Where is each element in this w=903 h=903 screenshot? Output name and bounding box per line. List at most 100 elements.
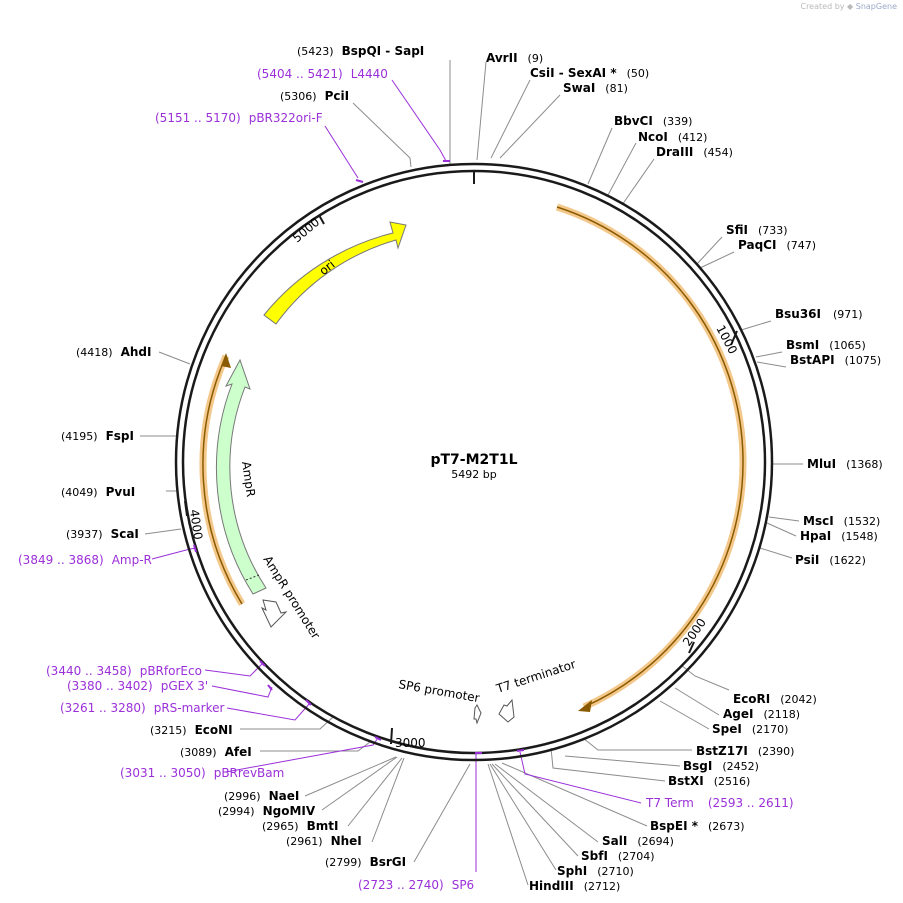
- attribution-prefix: Created by: [800, 2, 845, 11]
- leader-sfii: [696, 236, 723, 265]
- enzyme-ecori: EcoRI(2042): [733, 692, 817, 706]
- enzyme-spei: SpeI(2170): [712, 722, 788, 736]
- leader-ecori: [680, 664, 730, 691]
- leader-naei: [304, 756, 397, 797]
- enzyme-ngomiv: (2994)NgoMIV: [218, 804, 316, 818]
- ampr-label: AmpR: [239, 460, 258, 497]
- orf-arc-large-arrowhead: [578, 700, 592, 712]
- leader-ahdi: [158, 351, 191, 365]
- orf-arc-large: [555, 203, 747, 711]
- primer-pbrforeco: (3440 .. 3458)pBRforEco: [46, 664, 202, 678]
- primer-marks: [193, 160, 525, 754]
- leader-bstapi: [756, 361, 787, 368]
- enzyme-msci: MscI(1532): [803, 514, 880, 528]
- leader-hindiii: [487, 763, 529, 886]
- leader-l4440: [391, 79, 447, 162]
- leader-bspei: [501, 762, 648, 827]
- leader-lines: [140, 60, 803, 886]
- enzyme-bsgi: BsgI(2452): [683, 759, 759, 773]
- attribution: Created by ◆ SnapGene: [800, 2, 897, 11]
- enzyme-fspi: (4195)FspI: [61, 429, 134, 443]
- enzyme-ncoi: NcoI(412): [638, 130, 707, 144]
- enzyme-bmti: (2965)BmtI: [262, 819, 338, 833]
- enzyme-sali: SalI(2694): [602, 834, 674, 848]
- tick-label-4000: 4000: [187, 508, 205, 540]
- leader-swai: [499, 94, 561, 159]
- leader-pcii: [352, 102, 412, 168]
- enzyme-bspei: BspEI *(2673): [650, 819, 745, 833]
- primer-mark-t7term: [516, 749, 525, 752]
- leader-spei: [659, 700, 710, 730]
- leader-bbvci: [587, 127, 613, 185]
- enzyme-swai: SwaI(81): [563, 81, 628, 95]
- leader-sali: [494, 763, 599, 843]
- primer-mark-ampr-primer: [193, 544, 197, 553]
- leader-sbfi: [491, 763, 579, 857]
- leader-bsu36i: [740, 320, 772, 331]
- primer-ampr: (3849 .. 3868)Amp-R: [18, 553, 152, 567]
- enzyme-afei: (3089)AfeI: [180, 745, 252, 759]
- leader-bmti: [347, 757, 403, 827]
- ampr-promoter-feature: [260, 599, 288, 628]
- enzyme-bbvci: BbvCI(339): [614, 114, 692, 128]
- leader-bsmi: [755, 351, 783, 358]
- enzyme-avrii: AvrII(9): [486, 51, 543, 65]
- enzyme-hpai: HpaI(1548): [800, 529, 878, 543]
- enzyme-bspqi: (5423)BspQI - SapI: [297, 44, 424, 58]
- enzyme-naei: (2996)NaeI: [224, 789, 299, 803]
- enzyme-bsu36i: Bsu36I(971): [775, 307, 863, 321]
- leader-pgex3: [211, 685, 273, 698]
- enzyme-scai: (3937)ScaI: [66, 527, 139, 541]
- leader-hpai: [766, 522, 797, 537]
- primer-labels: (5404 .. 5421)L4440 (5151 .. 5170)pBR322…: [18, 67, 794, 892]
- primer-pbrrevbam: (3031 .. 3050)pBRrevBam: [120, 766, 284, 780]
- tick-1000: [730, 330, 738, 346]
- enzyme-psti: PsiI(1622): [795, 553, 866, 567]
- enzyme-bstz17i: BstZ17I(2390): [696, 744, 794, 758]
- leader-csii: [490, 79, 531, 159]
- sp6-promoter-feature: [473, 704, 482, 725]
- enzyme-sphi: SphI(2710): [557, 864, 634, 878]
- primer-mark-pbrforeco: [259, 660, 266, 667]
- orf-arc-ampr-arrowhead: [221, 353, 231, 368]
- plasmid-name: pT7-M2T1L: [430, 452, 517, 468]
- leader-ngomiv: [321, 756, 398, 811]
- ampr-promoter-label: AmpR promoter: [260, 553, 322, 641]
- leader-pbr322ori: [324, 125, 359, 179]
- snapgene-logo-icon: ◆: [847, 2, 854, 11]
- primer-l4440: (5404 .. 5421)L4440: [257, 67, 388, 81]
- primer-sp6: (2723 .. 2740)SP6: [358, 878, 474, 892]
- tick-2000: [688, 641, 695, 654]
- tick-label-3000: 3000: [395, 736, 426, 750]
- attribution-brand: SnapGene: [855, 2, 897, 11]
- enzyme-bsmi: BsmI(1065): [786, 338, 866, 352]
- enzyme-mlui: MluI(1368): [807, 457, 883, 471]
- leader-pbrrevbam: [225, 737, 379, 773]
- enzyme-bstapi: BstAPI(1075): [790, 353, 881, 367]
- enzyme-bstxi: BstXI(2516): [668, 774, 750, 788]
- tick-marks: 1000 2000 3000 4000 5000: [184, 214, 740, 750]
- leader-bsgi: [564, 755, 681, 767]
- enzyme-bsrgi: (2799)BsrGI: [325, 855, 406, 869]
- leader-sphi: [489, 763, 557, 871]
- enzyme-pvui: (4049)PvuI: [61, 485, 135, 499]
- enzyme-draiii: DraIII(454): [656, 145, 733, 159]
- leader-bsrgi: [413, 763, 471, 863]
- leader-paqci: [699, 251, 735, 269]
- leader-psti: [759, 547, 793, 559]
- enzyme-csii: CsiI - SexAI *(50): [530, 66, 649, 80]
- leader-agei: [674, 687, 720, 716]
- primer-mark-pbrrevbam: [374, 736, 382, 741]
- enzyme-labels: (5423)BspQI - SapI (5306)PciI AvrII(9) C…: [61, 44, 883, 893]
- primer-t7term: T7 Term(2593 .. 2611): [645, 796, 794, 810]
- orf-arcs: [199, 203, 747, 712]
- primer-mark-pbr322ori: [355, 179, 364, 183]
- leader-scai: [144, 528, 182, 535]
- leader-t7term: [519, 751, 642, 804]
- enzyme-pcii: (5306)PciI: [280, 89, 349, 103]
- leader-nhei: [371, 757, 405, 843]
- leader-bstz17i: [582, 737, 692, 751]
- ori-feature: [263, 221, 407, 325]
- enzyme-sfii: SfiI(733): [726, 223, 788, 237]
